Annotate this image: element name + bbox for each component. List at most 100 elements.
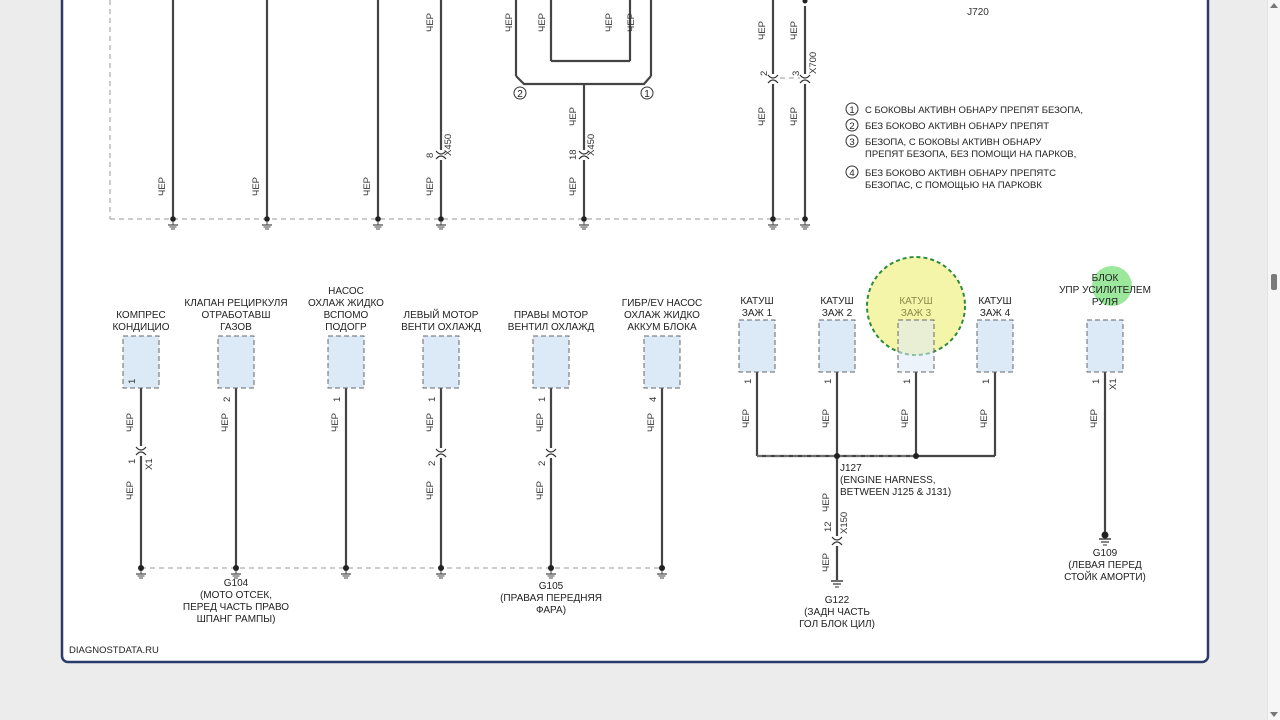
pin-number-label: 1 <box>823 379 834 384</box>
pin-number-label: 1 <box>743 379 754 384</box>
svg-text:BETWEEN J125 & J131): BETWEEN J125 & J131) <box>840 487 951 498</box>
component-titles: КОМПРЕС КОНДИЦИО КЛАПАН РЕЦИРКУЛЯ ОТРАБО… <box>112 273 1150 333</box>
wire-color-label: ЧЕР <box>425 177 436 196</box>
component-title-line: ОТРАБОТАВШ <box>201 310 270 321</box>
pin-number-label: 2 <box>537 461 548 466</box>
note-text: ПРЕПЯТ БЕЗОПА, БЕЗ ПОМОЩИ НА ПАРКОВ, <box>865 149 1076 160</box>
pin-number-label: 1 <box>427 397 438 402</box>
component-title-line: ПОДОГР <box>325 322 367 333</box>
connector-x1-label: X1 <box>1108 378 1119 390</box>
pin-number-label: 2 <box>759 71 770 76</box>
pin-number-label: 4 <box>648 397 659 402</box>
connector-x450-label: X450 <box>586 134 597 156</box>
pin-number-label: 1 <box>127 379 138 384</box>
wire-color-label: ЧЕР <box>362 177 373 196</box>
pin-number-label: 1 <box>537 397 548 402</box>
component-title-line: ВЕНТИЛ ОХЛАЖД <box>508 322 595 333</box>
component-title-line: КОМПРЕС <box>116 310 166 321</box>
note-text: БЕЗ БОКОВО АКТИВН ОБНАРУ ПРЕПЯТС <box>865 168 1056 179</box>
pin-number-label: 1 <box>1091 379 1102 384</box>
component-title-line: ЗАЖ 2 <box>822 308 853 319</box>
pin-number-label: 1 <box>332 397 343 402</box>
ground-g109-label: G109 <box>1093 548 1118 559</box>
note-marker-2-label: 2 <box>517 89 523 100</box>
svg-text:(МОТО ОТСЕК,: (МОТО ОТСЕК, <box>200 590 272 601</box>
wire-color-label: ЧЕР <box>504 13 515 32</box>
connector-j720-label: J720 <box>967 7 989 18</box>
wire-color-label: ЧЕР <box>646 413 657 432</box>
wire-color-label: ЧЕР <box>1089 409 1100 428</box>
highlight-power-steering-module <box>1092 266 1132 306</box>
note-text: С БОКОВЫ АКТИВН ОБНАРУ ПРЕПЯТ БЕЗОПА, <box>865 105 1083 116</box>
note-text: БЕЗ БОКОВО АКТИВН ОБНАРУ ПРЕПЯТ <box>865 121 1049 132</box>
component-title-line: ОХЛАЖ ЖИДКО <box>624 310 700 321</box>
note-text: БЕЗОПАС, С ПОМОЩЬЮ НА ПАРКОВК <box>865 180 1042 191</box>
component-title-line: ЗАЖ 3 <box>901 308 932 319</box>
wire-color-label: ЧЕР <box>330 413 341 432</box>
note-number: 2 <box>849 121 854 132</box>
source-watermark: DIAGNOSTDATA.RU <box>69 645 159 656</box>
scroll-up-arrow-icon[interactable] <box>1270 3 1278 8</box>
wire-color-label: ЧЕР <box>626 13 637 32</box>
wire-color-label: ЧЕР <box>979 409 990 428</box>
component-title-line: ЛЕВЫЙ МОТОР <box>404 308 479 321</box>
wire-color-label: ЧЕР <box>535 481 546 500</box>
diagram-sheet <box>60 0 1210 664</box>
wire-color-label: ЧЕР <box>425 413 436 432</box>
top-wire-labels: ЧЕР ЧЕР ЧЕР ЧЕР ЧЕР 8 X450 ЧЕР ЧЕР ЧЕР Ч… <box>157 13 819 196</box>
component-title-line: ЗАЖ 1 <box>742 308 773 319</box>
svg-text:ГОЛ БЛОК ЦИЛ): ГОЛ БЛОК ЦИЛ) <box>799 619 875 630</box>
scroll-down-arrow-icon[interactable] <box>1270 712 1278 717</box>
pin-number-label: 1 <box>127 459 138 464</box>
wire-color-label: ЧЕР <box>425 481 436 500</box>
component-title-line: КАТУШ <box>740 296 773 307</box>
wire-color-label: ЧЕР <box>821 493 832 512</box>
wire-color-label: ЧЕР <box>125 413 136 432</box>
svg-text:(ENGINE HARNESS,: (ENGINE HARNESS, <box>840 475 936 486</box>
wire-color-label: ЧЕР <box>821 553 832 572</box>
note-marker-2 <box>513 86 527 100</box>
wire-color-label: ЧЕР <box>125 481 136 500</box>
scrollbar-thumb[interactable] <box>1271 274 1277 290</box>
connector-x700-label: X700 <box>808 52 819 74</box>
component-title-line: ВСПОМО <box>324 310 369 321</box>
vertical-scrollbar[interactable] <box>1267 0 1280 720</box>
pin-number-label: 1 <box>902 379 913 384</box>
wire-color-label: ЧЕР <box>425 13 436 32</box>
component-title-line: ОХЛАЖ ЖИДКО <box>308 298 384 309</box>
component-title-line: НАСОС <box>328 286 364 297</box>
wire-color-label: ЧЕР <box>789 107 800 126</box>
wire-color-label: ЧЕР <box>568 107 579 126</box>
component-title-line: ГАЗОВ <box>220 322 252 333</box>
pin-number-label: 18 <box>568 149 579 160</box>
note-number: 1 <box>849 105 854 116</box>
component-title-line: КЛАПАН РЕЦИРКУЛЯ <box>184 298 287 309</box>
wire-color-label: ЧЕР <box>157 177 168 196</box>
wire-color-label: ЧЕР <box>568 177 579 196</box>
component-title-line: ЗАЖ 4 <box>980 308 1011 319</box>
bottom-wire-labels: 1 ЧЕР 1 X1 ЧЕР 2 ЧЕР 1 ЧЕР 1 ЧЕР 2 ЧЕР 1… <box>125 378 1119 572</box>
pin-number-label: 1 <box>981 379 992 384</box>
note-marker-1 <box>640 86 654 100</box>
wire-color-label: ЧЕР <box>757 107 768 126</box>
wire-color-label: ЧЕР <box>757 21 768 40</box>
wire-color-label: ЧЕР <box>821 409 832 428</box>
wire-color-label: ЧЕР <box>741 409 752 428</box>
svg-text:ШПАНГ РАМПЫ): ШПАНГ РАМПЫ) <box>197 614 276 625</box>
pin-number-label: 2 <box>222 397 233 402</box>
svg-text:(ЗАДН ЧАСТЬ: (ЗАДН ЧАСТЬ <box>804 607 870 618</box>
pin-number-label: 3 <box>791 71 802 76</box>
svg-text:ФАРА): ФАРА) <box>536 605 566 616</box>
wire-color-label: ЧЕР <box>537 13 548 32</box>
wires <box>139 0 1107 580</box>
svg-text:(ПРАВАЯ ПЕРЕДНЯЯ: (ПРАВАЯ ПЕРЕДНЯЯ <box>500 593 602 604</box>
note-marker-1-label: 1 <box>644 89 650 100</box>
component-title-line: ВЕНТИ ОХЛАЖД <box>401 322 481 333</box>
component-title-line: КАТУШ <box>899 296 932 307</box>
highlight-ignition-coil-3 <box>866 256 966 356</box>
note-text: БЕЗОПА, С БОКОВЫ АКТИВН ОБНАРУ <box>865 137 1042 148</box>
component-title-line: РУЛЯ <box>1092 297 1118 308</box>
splice-j127-label: J127 (ENGINE HARNESS, BETWEEN J125 & J13… <box>840 463 951 498</box>
